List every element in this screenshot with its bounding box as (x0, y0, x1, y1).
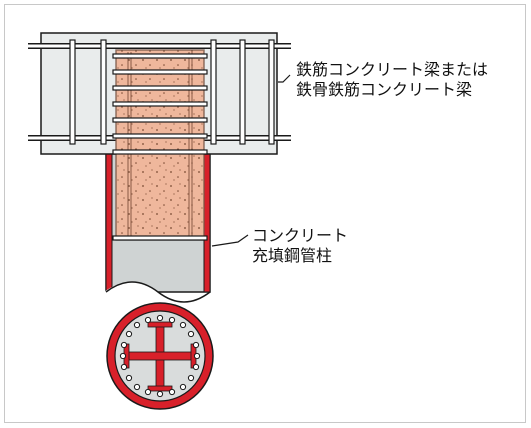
column-label-line1: コンクリート (252, 226, 349, 245)
column-cross-section (106, 302, 214, 410)
core-hoops (112, 53, 208, 241)
concrete-core (115, 49, 205, 241)
beam-label-line2: 鉄骨鉄筋コンクリート梁 (296, 80, 473, 99)
beam-label-line1: 鉄筋コンクリート梁または (296, 60, 489, 79)
column-label-line2: 充填鋼管柱 (252, 246, 333, 265)
leader-lines (211, 74, 291, 247)
figure-frame (4, 4, 526, 423)
